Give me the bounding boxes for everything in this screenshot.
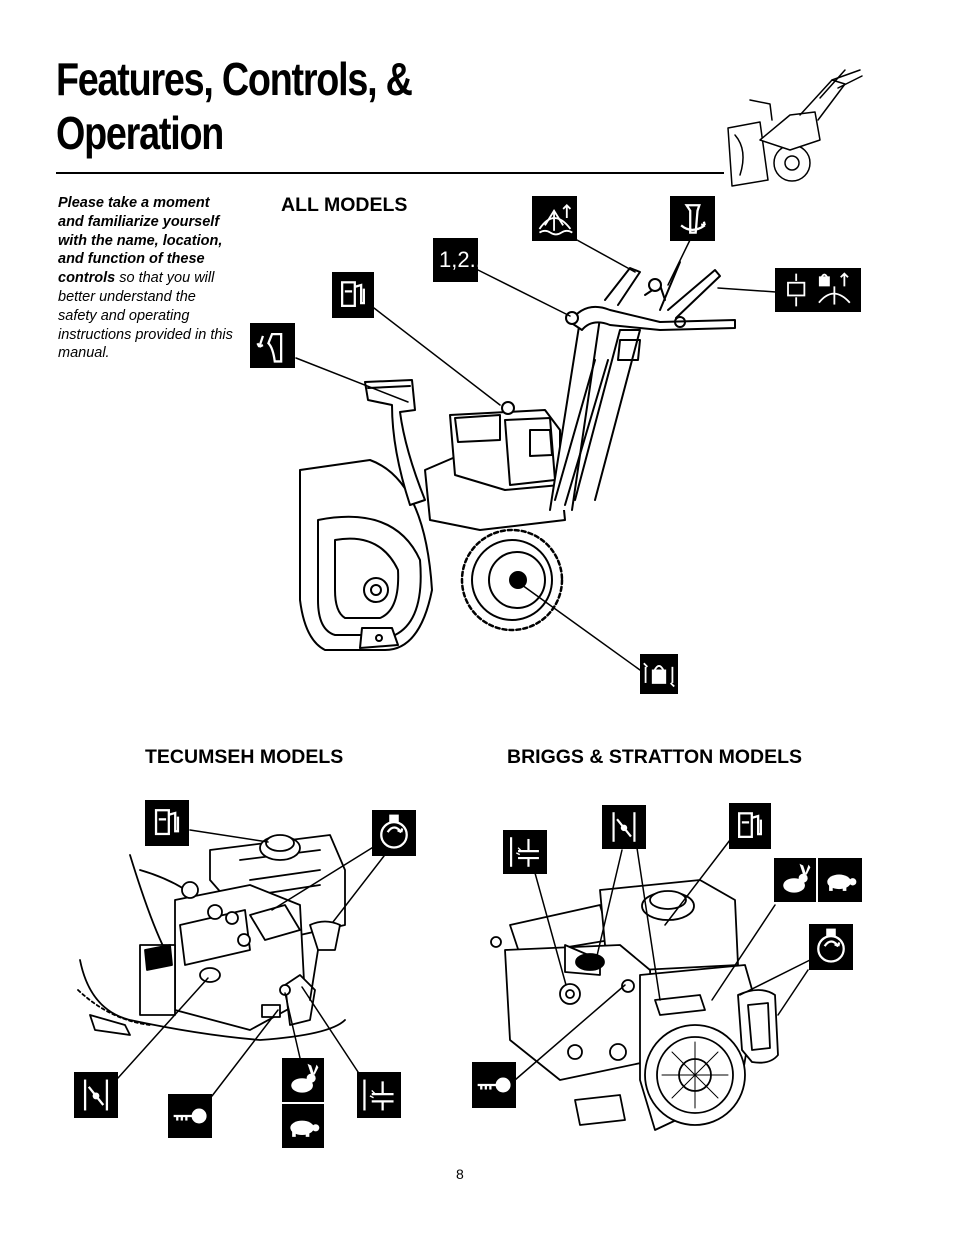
- throttle-slow-icon: [282, 1104, 324, 1148]
- fuel-icon: [332, 272, 374, 318]
- heading-tecumseh-models: TECUMSEH MODELS: [145, 746, 344, 768]
- speed-selector-icon: 1,2..: [433, 238, 482, 282]
- title-line-1: Features, Controls, &: [56, 53, 413, 105]
- ignition-key-icon: [168, 1094, 212, 1138]
- heading-all-models: ALL MODELS: [281, 194, 408, 216]
- fuel-icon: [145, 800, 189, 846]
- tecumseh-engine-illustration: [77, 834, 346, 1041]
- title-line-2: Operation: [56, 107, 224, 159]
- main-snowblower-illustration: [299, 261, 736, 651]
- intro-paragraph: Please take a moment and familiarize you…: [58, 194, 236, 363]
- chute-rotation-icon: [670, 196, 715, 241]
- throttle-slow-icon: [818, 858, 862, 902]
- recoil-starter-icon: [372, 810, 416, 856]
- primer-icon: [503, 830, 547, 874]
- intro-regular: so that you will better understand the s…: [58, 270, 233, 362]
- page-title: Features, Controls, & Operation: [56, 52, 413, 160]
- all-models-leader-lines: [295, 239, 777, 671]
- speed-selector-text: 1,2..: [439, 247, 482, 272]
- ignition-key-icon: [472, 1062, 516, 1108]
- heading-briggs-models: BRIGGS & STRATTON MODELS: [507, 746, 803, 768]
- intro-bold: Please take a moment and familiarize you…: [58, 195, 223, 287]
- drive-auger-lock-icon: [775, 268, 861, 312]
- chute-deflector-icon: [250, 323, 295, 368]
- choke-icon: [74, 1072, 118, 1118]
- thumbnail-snowblower-illustration: [727, 69, 863, 187]
- recoil-starter-icon: [809, 924, 853, 970]
- title-rule: [56, 172, 724, 174]
- tecumseh-leader-lines: [117, 829, 385, 1097]
- throttle-fast-icon: [774, 858, 816, 902]
- throttle-fast-icon: [282, 1058, 324, 1102]
- choke-icon: [602, 805, 646, 849]
- briggs-engine-illustration: [490, 879, 779, 1131]
- fuel-icon: [729, 803, 771, 849]
- wheel-lock-icon: [640, 654, 678, 694]
- auger-control-icon: [532, 196, 577, 241]
- briggs-leader-lines: [514, 839, 811, 1081]
- page-number: 8: [456, 1166, 464, 1182]
- primer-icon: [357, 1072, 401, 1118]
